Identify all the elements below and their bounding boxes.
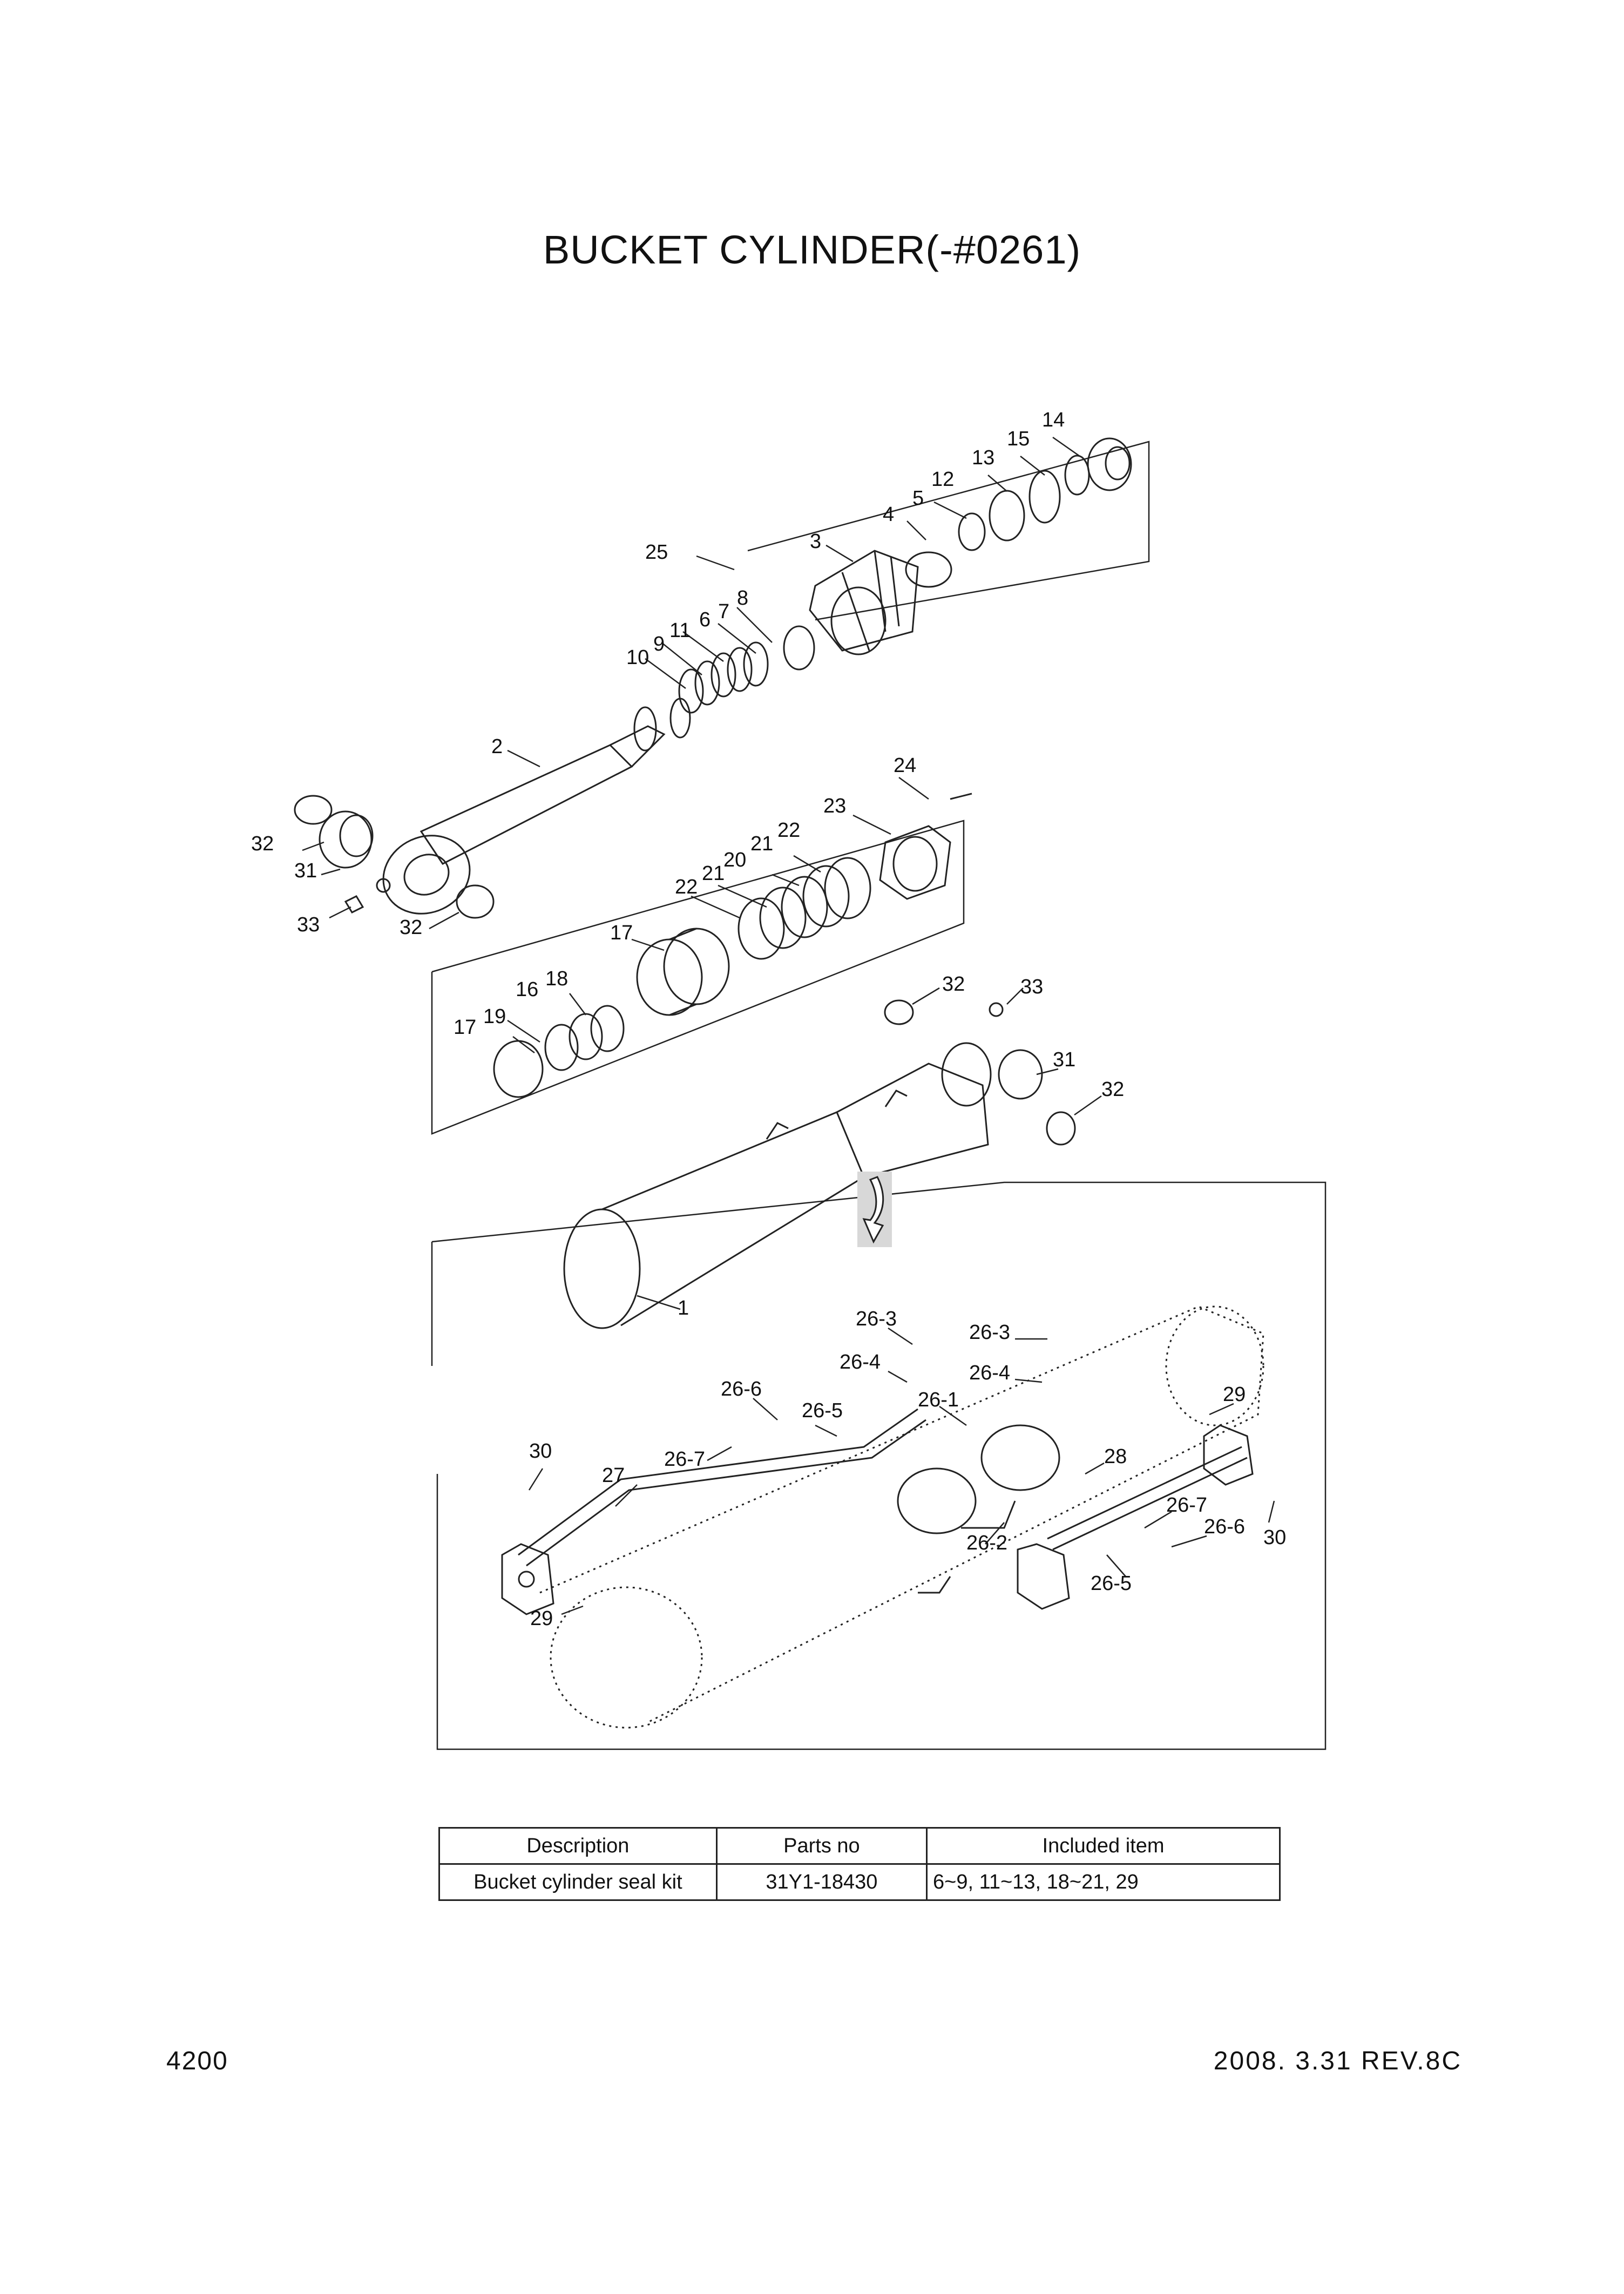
callout-33a: 33 [297,913,320,936]
callout-19a: 18 [545,967,568,990]
callout-16: 17 [454,1016,476,1039]
callout-22a: 22 [777,819,800,842]
callout-25: 25 [645,541,668,564]
rod-cover [809,550,919,655]
callout-28: 28 [1104,1445,1127,1468]
leader-lines [302,436,1275,1615]
direction-arrow [857,1172,892,1247]
callout-26-3a: 26-3 [856,1308,897,1330]
rod-end-parts [294,795,495,919]
callout-14: 14 [1042,409,1065,431]
callout-21a: 21 [750,833,773,855]
callout-30a: 30 [529,1440,552,1463]
callout-17: 17 [610,922,633,944]
callout-6: 6 [699,608,710,631]
callout-5: 5 [912,487,924,510]
group-frames [431,441,1327,1750]
callout-12: 12 [931,468,954,491]
callout-31a: 31 [294,860,317,882]
callout-13: 13 [972,446,994,469]
column-header: Included item [926,1827,1281,1865]
callout-30b: 30 [1263,1526,1286,1549]
callout-8: 8 [737,587,748,610]
cylinder-tube [563,999,1076,1329]
callout-11: 11 [669,619,691,642]
table-header-row: Description Parts no Included item [438,1827,1281,1865]
table-cell: 31Y1-18430 [715,1863,928,1901]
phantom-cylinder [539,1305,1264,1729]
table-cell: Bucket cylinder seal kit [438,1863,718,1901]
callout-32b: 32 [400,916,422,939]
callout-26-7b: 26-7 [1166,1494,1207,1517]
callout-21b: 21 [702,862,725,885]
callout-29b: 29 [530,1607,553,1630]
callout-26-4b: 26-4 [969,1362,1010,1384]
callout-26-5a: 26-5 [802,1399,843,1422]
callout-19b: 19 [483,1005,506,1028]
callout-26-3b: 26-3 [969,1321,1010,1344]
callout-24: 24 [894,754,916,777]
callout-22b: 22 [675,876,698,898]
callout-9: 9 [653,633,665,655]
callout-26-2: 26-2 [966,1532,1007,1554]
callout-33b: 33 [1020,976,1043,998]
page-number: 4200 [166,2047,228,2075]
callout-32a: 32 [251,833,274,855]
seal-rings-upper [678,437,1132,714]
callout-7: 7 [718,600,729,623]
callout-32d: 32 [1101,1078,1124,1101]
callout-26-6b: 26-6 [1204,1515,1245,1538]
callout-26-6a: 26-6 [721,1378,762,1400]
pipes-and-clamps [501,1408,1254,1615]
callout-27: 27 [602,1464,625,1487]
callout-18: 16 [516,978,538,1001]
callout-1: 1 [678,1297,689,1319]
callout-26-7a: 26-7 [664,1448,705,1471]
revision-date: 2008. 3.31 REV.8C [1213,2047,1462,2075]
callout-31b: 31 [1053,1048,1075,1071]
callout-23: 23 [823,795,846,817]
seal-kit-table: Description Parts no Included item Bucke… [438,1827,1281,1901]
callout-4: 4 [883,503,894,526]
callout-labels: 14 15 13 12 5 4 3 25 8 7 6 11 9 10 2 24 … [251,409,1286,1630]
piston-rod [376,698,691,915]
callout-2: 2 [491,735,503,758]
column-header: Parts no [715,1827,928,1865]
callout-26-4a: 26-4 [840,1351,881,1373]
callout-15: 15 [1007,428,1030,450]
callout-10: 10 [626,646,649,669]
table-row: Bucket cylinder seal kit 31Y1-18430 6~9,… [438,1863,1281,1901]
callout-29a: 29 [1223,1383,1246,1406]
page-title: BUCKET CYLINDER(-#0261) [543,227,1081,272]
callout-26-5b: 26-5 [1091,1572,1132,1595]
callout-26-1: 26-1 [918,1389,959,1411]
table-cell: 6~9, 11~13, 18~21, 29 [926,1863,1281,1901]
callout-20: 20 [723,849,746,871]
callout-32c: 32 [942,973,965,996]
column-header: Description [438,1827,718,1865]
callout-3: 3 [810,530,821,553]
